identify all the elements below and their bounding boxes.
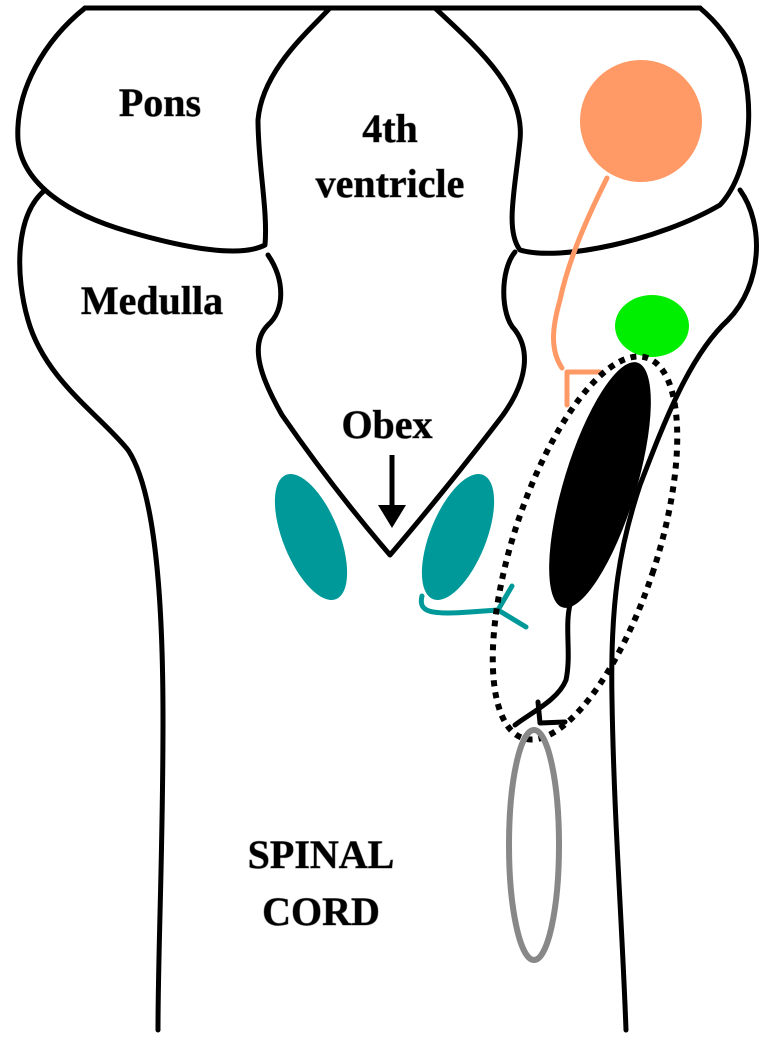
right-teal-nucleus (407, 464, 509, 609)
left-teal-nucleus (260, 464, 362, 609)
label-pons: Pons (119, 80, 201, 125)
black-neuron-axon (515, 598, 572, 725)
obex-arrow-head (378, 505, 406, 528)
pons-left-lobe (18, 8, 330, 251)
green-nucleus (615, 295, 689, 357)
label-fourth-ventricle-line2: ventricle (316, 161, 465, 206)
teal-axon-terminal (498, 586, 526, 627)
gray-lower-target (509, 730, 559, 960)
orange-neuron-terminal (567, 372, 600, 405)
orange-neuron-soma (580, 60, 702, 182)
label-obex: Obex (341, 402, 432, 447)
label-fourth-ventricle-line1: 4th (362, 106, 418, 151)
orange-neuron-axon (554, 178, 608, 368)
label-spinal-cord-line1: SPINAL (248, 832, 395, 877)
label-spinal-cord-line2: CORD (262, 889, 380, 934)
black-neuron-soma (528, 352, 672, 618)
label-medulla: Medulla (81, 278, 223, 323)
